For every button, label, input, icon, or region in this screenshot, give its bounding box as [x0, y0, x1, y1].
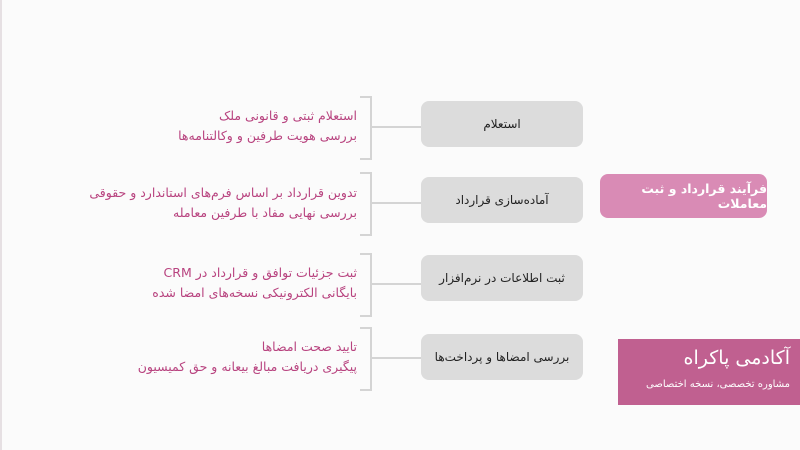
detail-line: استعلام ثبتی و قانونی ملک [219, 108, 357, 123]
left-edge-divider [0, 0, 2, 450]
bracket [360, 96, 372, 160]
bracket [360, 327, 372, 391]
step-label: ثبت اطلاعات در نرم‌افزار [439, 271, 565, 285]
step-node: ثبت اطلاعات در نرم‌افزار [421, 255, 583, 301]
step-label: بررسی امضاها و پرداخت‌ها [434, 350, 570, 364]
detail-line: پیگیری دریافت مبالغ بیعانه و حق کمیسیون [137, 359, 357, 374]
step-details: ثبت جزئیات توافق و قرارداد در CRM بایگانی… [27, 263, 357, 303]
detail-line: ثبت جزئیات توافق و قرارداد در CRM [163, 265, 357, 280]
connector [372, 283, 421, 285]
step-details: تدوین قرارداد بر اساس فرم‌های استاندارد … [17, 183, 357, 223]
connector [372, 126, 421, 128]
detail-line: بررسی نهایی مفاد با طرفین معامله [173, 205, 357, 220]
connector [372, 357, 421, 359]
step-node: بررسی امضاها و پرداخت‌ها [421, 334, 583, 380]
step-details: تایید صحت امضاها پیگیری دریافت مبالغ بیعا… [27, 337, 357, 377]
brand-title: آکادمی پاکراه [683, 347, 790, 369]
step-label: استعلام [483, 117, 521, 131]
connector [372, 202, 421, 204]
step-node: استعلام [421, 101, 583, 147]
brand-logo: آکادمی پاکراه مشاوره تخصصی، نسخه اختصاصی [618, 339, 800, 405]
root-node: فرآیند قرارداد و ثبت معاملات [600, 174, 767, 218]
detail-line: تدوین قرارداد بر اساس فرم‌های استاندارد … [89, 185, 357, 200]
brand-subtitle: مشاوره تخصصی، نسخه اختصاصی [646, 379, 790, 390]
step-node: آماده‌سازی قرارداد [421, 177, 583, 223]
detail-line: بررسی هویت طرفین و وکالتنامه‌ها [178, 128, 357, 143]
bracket [360, 172, 372, 236]
root-label: فرآیند قرارداد و ثبت معاملات [641, 181, 767, 211]
step-details: استعلام ثبتی و قانونی ملک بررسی هویت طرفی… [27, 106, 357, 146]
step-label: آماده‌سازی قرارداد [455, 193, 549, 207]
bracket [360, 253, 372, 317]
detail-line: تایید صحت امضاها [261, 339, 357, 354]
detail-line: بایگانی الکترونیکی نسخه‌های امضا شده [152, 285, 357, 300]
